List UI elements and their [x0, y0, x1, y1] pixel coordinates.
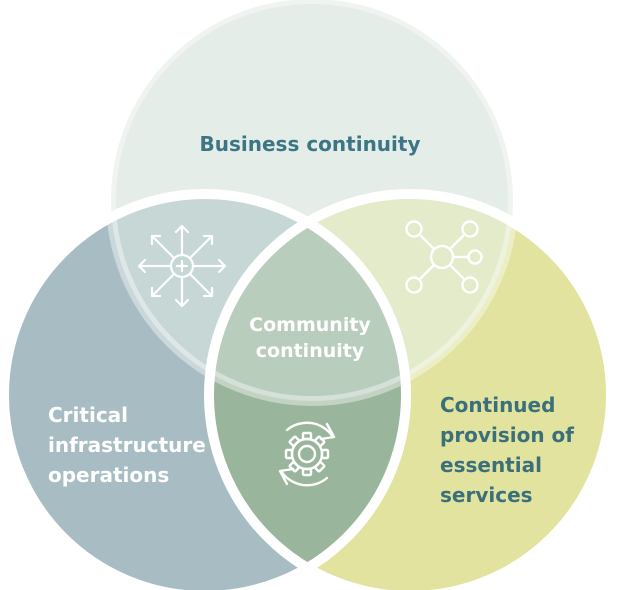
network-nodes-icon: [405, 220, 483, 294]
gear-cycle-icon: [278, 421, 336, 487]
label-line: operations: [48, 463, 170, 487]
triple-overlap-community: [209, 194, 406, 401]
label-line: Critical: [48, 403, 129, 427]
label-line: Community: [249, 314, 371, 336]
essential-services-label: Continued provision of essential service…: [440, 390, 610, 510]
label-line: essential: [440, 453, 542, 477]
label-line: services: [440, 483, 533, 507]
community-continuity-label: Community continuity: [220, 312, 400, 364]
essential-services-outline: [204, 189, 616, 590]
arrows-out-from-center-icon: [137, 224, 227, 308]
critical-infrastructure-outline: [0, 189, 411, 590]
business-continuity-outline: [106, 0, 518, 406]
critical-infrastructure-label: Critical infrastructure operations: [48, 400, 238, 490]
label-line: provision of: [440, 423, 574, 447]
label-line: Continued: [440, 393, 556, 417]
label-line: infrastructure: [48, 433, 206, 457]
business-continuity-label: Business continuity: [160, 129, 460, 159]
label-line: Business continuity: [199, 132, 421, 156]
label-line: continuity: [255, 340, 365, 362]
